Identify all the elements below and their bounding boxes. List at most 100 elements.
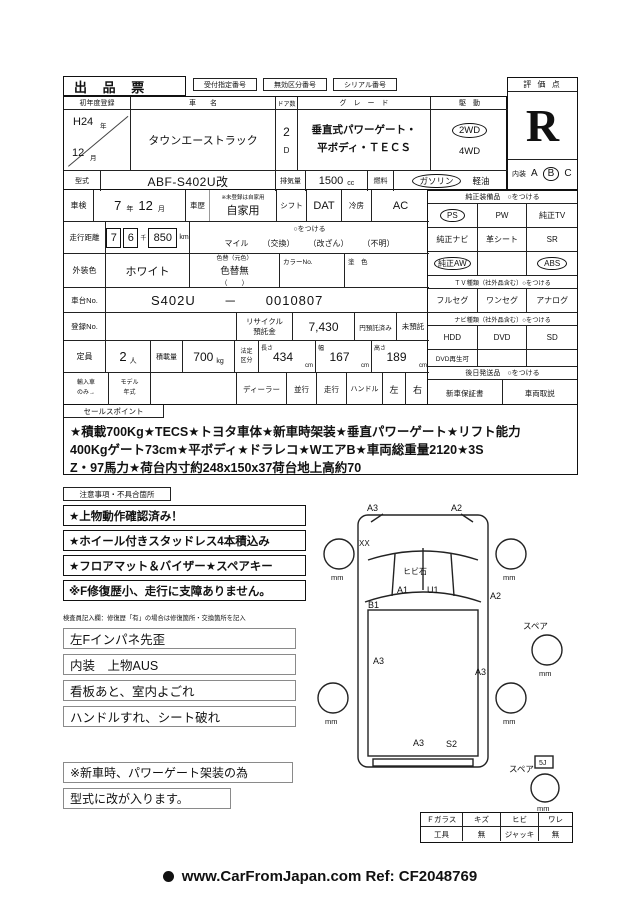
- mileage-digit-2: 6: [123, 227, 139, 248]
- tamper-option: （改ざん）: [308, 239, 349, 248]
- color-number-label: カラーNo.: [283, 259, 313, 266]
- note-item-4: ※F修復歴小、走行に支障ありません。: [63, 580, 306, 601]
- note-item-3: ★フロアマット＆バイザー★スペアキー: [63, 555, 306, 576]
- first-reg-label: 初年度登録: [64, 97, 131, 110]
- exchange-option: （交換）: [262, 239, 295, 248]
- equip-sunroof: SR: [546, 235, 558, 244]
- displacement-unit: cc: [347, 180, 355, 187]
- doors-sub: D: [283, 146, 290, 155]
- sales-points-label: セールスポイント: [64, 405, 164, 418]
- recycle-label-line1: リサイクル: [245, 316, 284, 326]
- equip-genuine-aw: 純正AW: [434, 256, 471, 271]
- navi-type-header: ナビ種類（社外品含む）○をつける: [428, 313, 577, 326]
- height-unit: cm: [419, 363, 427, 369]
- recycle-paid-label: 円預託済み: [355, 313, 397, 341]
- new-car-warranty: 新車保証書: [428, 380, 503, 404]
- load-unit: kg: [216, 357, 224, 365]
- shaken-year-unit: 年: [126, 205, 134, 213]
- front-left-wheel: [323, 538, 355, 570]
- recycle-amount: 7,430: [293, 313, 355, 341]
- exterior-color-label: 外装色: [64, 254, 106, 288]
- rear-bumper: [372, 758, 474, 767]
- first-reg-cell: H24 年 12 月: [64, 110, 131, 171]
- registration-empty-cell: [106, 313, 237, 341]
- equip-empty-cell: [478, 252, 528, 275]
- registration-label: 登録No.: [64, 313, 106, 341]
- unknown-option: （不明）: [362, 239, 395, 248]
- grade-cell: 垂直式パワーゲート・ 平ボディ・ＴＥＣＳ: [298, 110, 431, 171]
- model-year-line2: 年式: [123, 390, 136, 396]
- length-label: 長さ: [261, 346, 274, 352]
- spare-wheel-bottom: [530, 773, 560, 803]
- handle-label: ハンドル: [347, 373, 383, 405]
- mile-option: マイル: [224, 239, 249, 248]
- equip-leather-seat: 革シート: [478, 228, 528, 251]
- damage-code-b1: B1: [368, 600, 379, 610]
- model-code: ABF-S402U改: [101, 171, 276, 191]
- color-change-paren: （ ）: [220, 280, 249, 287]
- inspector-remark-1: ※新車時、パワーゲート架装の為: [63, 762, 293, 783]
- later-shipment-header: 後日発送品 ○をつける: [428, 367, 577, 380]
- color-change-value: 色替無: [220, 266, 249, 277]
- legal-class-label: 法定 区分: [235, 341, 259, 373]
- paint-color-cell: 塗 色: [345, 254, 429, 288]
- damage-code-a3-left: A3: [373, 656, 384, 666]
- length-value: 434: [272, 350, 294, 364]
- doors-cell: 2 D: [276, 110, 298, 171]
- equipment-panel: 純正装備品 ○をつける PS PW 純正TV 純正ナビ 革シート SR 純正AW…: [428, 190, 578, 405]
- genuine-equipment-header: 純正装備品 ○をつける: [428, 191, 577, 204]
- inspector-line-2: 内装 上物AUS: [63, 654, 296, 675]
- break-option: ワレ: [548, 815, 563, 824]
- scratch-option: キズ: [463, 813, 501, 826]
- shift-value: DAT: [307, 190, 342, 222]
- damage-code-a1: A1: [397, 585, 408, 595]
- windshield-stone-chip-label: ヒビ石: [403, 567, 427, 576]
- history-note: ※未登録は自家用: [221, 195, 265, 201]
- history-value: 自家用: [226, 205, 260, 217]
- equip-genuine-navi: 純正ナビ: [428, 228, 478, 251]
- sales-line2: 400Kgゲート73cm★平ボディ★ドラレコ★WエアB★車両総重量2120★3S: [70, 443, 484, 457]
- height-label: 高さ: [374, 346, 387, 352]
- load-value: 700: [193, 349, 214, 364]
- vehicle-name-label: 車 名: [131, 97, 276, 110]
- fuel-cell: ガソリン 軽油: [394, 171, 508, 191]
- navi-sd: SD: [546, 333, 558, 342]
- height-cell: 高さ 189 cm: [372, 341, 429, 373]
- shaken-cell: 7 年 12 月: [94, 190, 186, 222]
- exterior-color-value: ホワイト: [106, 254, 190, 288]
- shaken-label: 車検: [64, 190, 94, 222]
- sheet-title: 出 品 票: [63, 76, 186, 96]
- tread-depth-mm-fl: mm: [331, 573, 344, 582]
- reception-number-label: 受付指定番号: [193, 78, 257, 91]
- capacity-cell: 2 人: [106, 341, 151, 373]
- site-logo-dot-icon: [162, 871, 174, 882]
- color-change-cell: 色替（元色） 色替無 （ ）: [190, 254, 280, 288]
- damage-code-a3-bottom: A3: [413, 738, 424, 748]
- drive-2wd: 2WD: [451, 122, 488, 139]
- dvd-playable: DVD再生可: [428, 350, 478, 366]
- first-reg-month-unit: 月: [90, 155, 97, 162]
- vehicle-detail-table: 車検 7 年 12 月 車歴 ※未登録は自家用 自家用 シフト DAT 冷房 A…: [63, 190, 429, 405]
- tv-analog: アナログ: [536, 296, 569, 305]
- fuel-label: 燃料: [368, 171, 394, 191]
- equip-ps-cell: PS: [428, 204, 478, 227]
- doors-value: 2: [283, 125, 290, 139]
- fuel-diesel: 軽油: [472, 176, 490, 186]
- interior-label: 内装: [512, 170, 526, 178]
- displacement-cell: 1500 cc: [306, 171, 368, 191]
- length-unit: cm: [305, 363, 313, 369]
- mileage-digit-3: 850: [148, 227, 178, 248]
- displacement-label: 排気量: [276, 171, 306, 191]
- history-label: 車歴: [186, 190, 210, 221]
- import-line1: 輸入車: [76, 380, 95, 387]
- jack-label: ジャッキ: [501, 827, 539, 841]
- import-only-label: 輸入車 のみ→: [64, 373, 109, 405]
- width-value: 167: [329, 350, 350, 364]
- vehicle-name: タウンエーストラック: [131, 110, 276, 171]
- capacity-unit: 人: [129, 358, 137, 365]
- history-cell: 車歴 ※未登録は自家用 自家用: [186, 190, 277, 222]
- navi-dvd: DVD: [478, 326, 528, 349]
- shaken-year: 7: [114, 198, 122, 213]
- width-unit: cm: [361, 363, 369, 369]
- interior-grade-b: B: [542, 166, 560, 181]
